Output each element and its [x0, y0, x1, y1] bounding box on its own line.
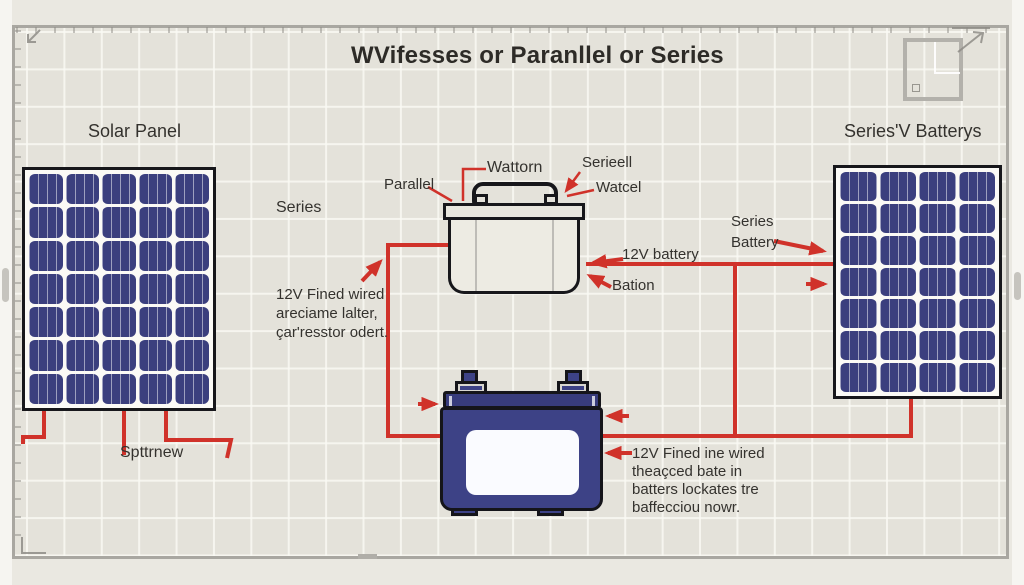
lid-highlight — [592, 396, 595, 406]
solar-cell — [138, 174, 173, 205]
solar-cell — [840, 235, 877, 265]
label-watcel: Watcel — [596, 179, 642, 196]
selection-box-gridline — [934, 42, 936, 72]
solar-cell — [175, 207, 209, 238]
solar-cell — [65, 373, 100, 404]
solar-cell — [958, 299, 995, 329]
note-left: 12V Fined wired areciame lalter, çar'res… — [276, 286, 389, 341]
solar-cell — [175, 240, 209, 271]
left-scrollbar-thumb[interactable] — [2, 268, 9, 302]
solar-cell — [919, 172, 956, 201]
solar-cell — [65, 207, 100, 238]
battery-lid — [443, 203, 585, 220]
solar-cell — [879, 363, 916, 392]
solar-cell — [958, 363, 995, 392]
solar-cell — [840, 363, 877, 392]
solar-cell — [919, 203, 956, 233]
battery-body-top — [448, 220, 580, 294]
solar-cell — [958, 267, 995, 297]
solar-cell — [879, 299, 916, 329]
solar-cell — [958, 235, 995, 265]
note-bottom-right: 12V Fined ine wired theaçced bate in bat… — [632, 445, 765, 516]
solar-cell — [840, 267, 877, 297]
battery-divider — [552, 220, 554, 291]
left-panel-label: Solar Panel — [88, 121, 182, 141]
solar-cell — [102, 207, 136, 238]
solar-cell — [175, 307, 209, 338]
solar-cell — [175, 373, 209, 404]
solar-cell — [958, 203, 995, 233]
solar-cell — [65, 174, 100, 205]
solar-cell — [65, 273, 100, 305]
solar-cell — [840, 203, 877, 233]
solar-cell — [879, 203, 916, 233]
solar-cell — [879, 172, 916, 201]
solar-panel-left — [22, 167, 216, 411]
solar-cell — [138, 340, 173, 371]
solar-cell — [29, 373, 63, 404]
left-scroll-track — [0, 0, 12, 585]
battery-body-bottom — [440, 407, 603, 511]
solar-cell — [102, 240, 136, 271]
solar-cell — [65, 240, 100, 271]
label-bation: Bation — [612, 277, 655, 294]
label-series-battery: Series Battery — [731, 213, 779, 251]
solar-cell — [102, 174, 136, 205]
solar-cell — [102, 373, 136, 404]
selection-box-icon[interactable] — [903, 38, 963, 101]
right-scrollbar-thumb[interactable] — [1014, 272, 1021, 300]
diagram-title: WVifesses or Paranllel or Series — [351, 42, 724, 69]
solar-cell — [175, 273, 209, 305]
top-ruler — [16, 27, 1004, 33]
solar-cell — [138, 273, 173, 305]
label-parallel: Parallel — [384, 176, 435, 193]
solar-cell — [840, 299, 877, 329]
solar-cell — [879, 235, 916, 265]
label-12v-battery: 12V battery — [622, 246, 699, 263]
solar-cell — [138, 307, 173, 338]
solar-cell — [879, 267, 916, 297]
solar-cell — [65, 307, 100, 338]
label-serieell: Serieell — [582, 154, 633, 171]
solar-cell — [138, 240, 173, 271]
left-ruler — [15, 30, 21, 550]
series-label-left: Series — [276, 199, 322, 216]
solar-cell — [958, 172, 995, 201]
solar-cell — [879, 331, 916, 361]
battery-label-window — [466, 430, 579, 495]
label-wattorn: Wattorn — [487, 159, 543, 176]
solar-cell — [65, 340, 100, 371]
solar-cell — [29, 307, 63, 338]
selection-box-mark — [912, 84, 920, 92]
solar-cell — [919, 235, 956, 265]
selection-box-gridline — [934, 72, 960, 74]
solar-cell — [102, 273, 136, 305]
solar-cell — [840, 172, 877, 201]
solar-cell — [29, 340, 63, 371]
solar-cell — [840, 331, 877, 361]
solar-cell — [138, 373, 173, 404]
solar-cell — [919, 299, 956, 329]
solar-cell — [919, 267, 956, 297]
right-scroll-track — [1012, 0, 1024, 585]
solar-cell — [29, 207, 63, 238]
solar-cell — [919, 363, 956, 392]
solar-panel-right — [833, 165, 1002, 399]
solar-cell — [29, 174, 63, 205]
solar-cell — [175, 340, 209, 371]
solar-cell — [958, 331, 995, 361]
right-panel-label: Series'V Batterys — [844, 121, 982, 141]
solar-cell — [102, 340, 136, 371]
solar-cell — [29, 273, 63, 305]
solar-cell — [29, 240, 63, 271]
solar-cell — [138, 207, 173, 238]
solar-cell — [175, 174, 209, 205]
solar-cell — [102, 307, 136, 338]
label-spttrnew: Spttrnew — [120, 444, 184, 461]
solar-cell — [919, 331, 956, 361]
battery-lid-bottom — [443, 391, 601, 409]
battery-divider — [475, 220, 477, 291]
lid-highlight — [449, 396, 452, 406]
